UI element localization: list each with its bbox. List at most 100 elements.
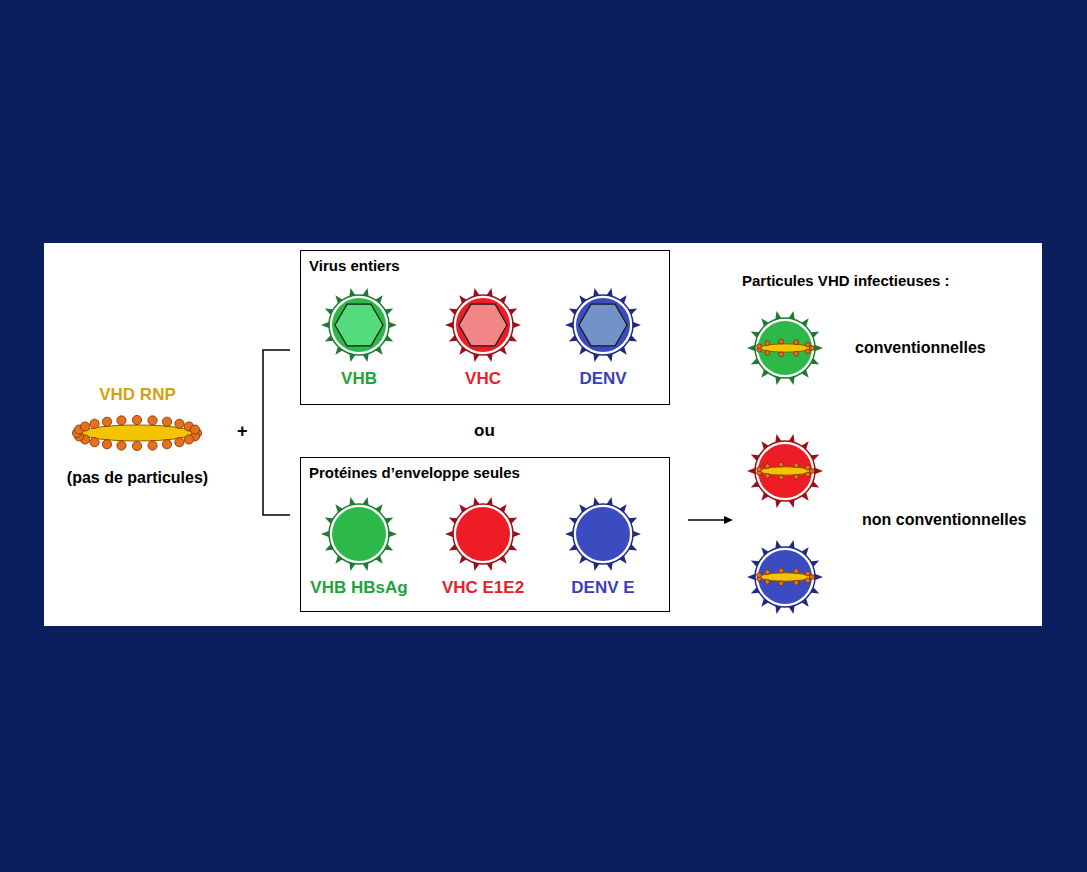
virus-label: VHC (423, 369, 543, 389)
hdag-protein (794, 580, 799, 585)
hdag-protein (794, 474, 799, 479)
virus-node: VHC (423, 285, 543, 395)
virus-label: DENV E (543, 578, 663, 598)
envelope (329, 295, 389, 355)
envelope (573, 295, 633, 355)
hdag-protein (162, 417, 171, 426)
arrow-head (724, 516, 733, 524)
hdag-protein (794, 569, 799, 574)
hdag-protein (810, 469, 815, 474)
hdag-protein (805, 342, 810, 347)
hdag-protein (779, 352, 784, 357)
hdag-protein (132, 415, 141, 424)
hdag-protein (132, 441, 141, 450)
hdag-protein (779, 475, 784, 480)
envelope-fill (456, 507, 510, 561)
group-box: Protéines d’enveloppe seulesVHB HBsAgVHC… (300, 457, 670, 612)
hdag-protein (757, 573, 762, 578)
hdag-protein (805, 472, 810, 477)
hdag-protein (805, 465, 810, 470)
envelope (755, 547, 815, 607)
hdag-protein (757, 344, 762, 349)
hdag-protein (810, 346, 815, 351)
particle-label: non conventionnelles (862, 510, 1026, 529)
hdv-particle (747, 311, 823, 385)
hdag-protein (779, 462, 784, 467)
capsid (335, 304, 383, 346)
hdag-protein (184, 435, 193, 444)
virus-label: VHC E1E2 (423, 578, 543, 598)
hdag-protein (779, 581, 784, 586)
virus-label: VHB HBsAg (299, 578, 419, 598)
rnp-title: VHD RNP (50, 385, 225, 405)
virus-node: VHB HBsAg (299, 494, 419, 604)
envelope-fill (758, 444, 812, 498)
hdag-protein (765, 464, 770, 469)
bracket (263, 350, 290, 515)
virus-illustration (319, 494, 399, 574)
hdag-protein (810, 575, 815, 580)
virus-illustration (319, 285, 399, 365)
virus-illustration (563, 285, 643, 365)
rnp-illustration (50, 413, 225, 453)
hdag-protein (148, 441, 157, 450)
hdag-protein (90, 419, 99, 428)
rnp-note: (pas de particules) (50, 468, 225, 487)
virus-illustration (443, 494, 523, 574)
hdv-particle (747, 434, 823, 508)
virus-label: DENV (543, 369, 663, 389)
envelope (453, 504, 513, 564)
group-box: Virus entiersVHBVHCDENV (300, 250, 670, 405)
hdag-protein (148, 416, 157, 425)
capsid (579, 304, 627, 346)
operator-label: + (237, 421, 248, 443)
virus-illustration (563, 494, 643, 574)
envelope-fill (456, 298, 510, 352)
hdag-protein (805, 349, 810, 354)
hdag-protein (757, 467, 762, 472)
hdag-protein (102, 417, 111, 426)
virus-node: DENV E (543, 494, 663, 604)
particle-label: conventionnelles (855, 338, 986, 357)
envelope (755, 441, 815, 501)
hdag-protein (765, 341, 770, 346)
virus-node: VHC E1E2 (423, 494, 543, 604)
hdag-protein (765, 570, 770, 575)
result-heading: Particules VHD infectieuses : (742, 272, 950, 290)
hdv-particles (747, 311, 823, 614)
box-title: Virus entiers (309, 257, 400, 275)
hdag-protein (117, 441, 126, 450)
hdag-protein (805, 571, 810, 576)
hdag-protein (794, 463, 799, 468)
hdag-protein (117, 416, 126, 425)
hdag-protein (102, 440, 111, 449)
result-arrow (688, 519, 726, 521)
virus-illustration (443, 285, 523, 365)
hdv-particle (747, 540, 823, 614)
hdag-protein (765, 350, 770, 355)
hdag-protein (794, 340, 799, 345)
envelope (329, 504, 389, 564)
rnp-node: VHD RNP (pas de particules) (50, 380, 225, 495)
hdag-protein (779, 568, 784, 573)
envelope (453, 295, 513, 355)
hdag-protein (80, 422, 89, 431)
hdag-protein (765, 579, 770, 584)
envelope (573, 504, 633, 564)
envelope-fill (576, 507, 630, 561)
hdag-protein (162, 440, 171, 449)
virus-label: VHB (299, 369, 419, 389)
hdag-protein (190, 425, 199, 434)
virus-node: VHB (299, 285, 419, 395)
virus-node: DENV (543, 285, 663, 395)
envelope-fill (332, 298, 386, 352)
operator-label: ou (474, 421, 495, 441)
capsid (459, 304, 507, 346)
hdag-protein (805, 578, 810, 583)
hdag-protein (765, 473, 770, 478)
envelope-fill (576, 298, 630, 352)
hdag-protein (175, 438, 184, 447)
hdag-protein (779, 339, 784, 344)
box-title: Protéines d’enveloppe seules (309, 464, 520, 482)
